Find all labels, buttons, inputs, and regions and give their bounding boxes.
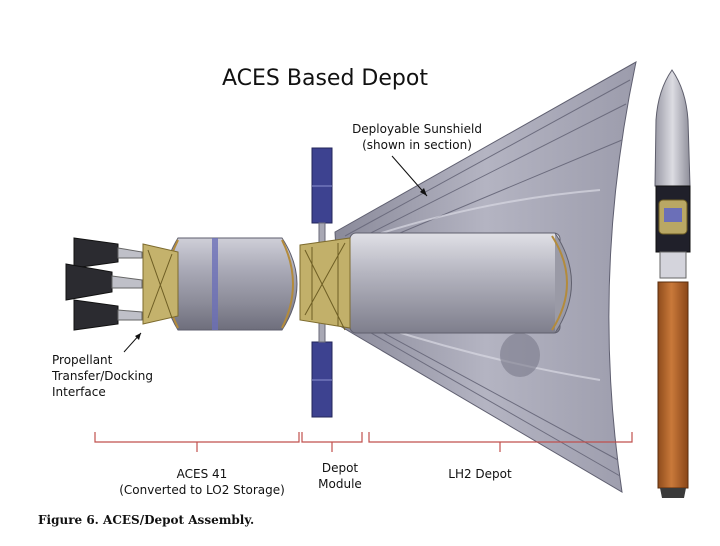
lh2-depot-tank [349, 232, 572, 334]
launch-vehicle [654, 69, 691, 498]
aces-label-line2: (Converted to LO2 Storage) [119, 483, 285, 497]
aces-label-line1: ACES 41 [176, 467, 228, 481]
depot-module [299, 147, 351, 418]
figure-caption: Figure 6. ACES/Depot Assembly. [38, 513, 255, 527]
aces-segment-label: ACES 41 (Converted to LO2 Storage) [104, 466, 300, 498]
diagram-title: ACES Based Depot [222, 66, 428, 91]
depot-label-line2: Module [318, 477, 362, 491]
depot-label-line1: Depot [321, 461, 359, 475]
aces-41-tank [142, 237, 298, 331]
interface-label-line2: Transfer/Docking [52, 369, 153, 383]
lh2-depot-label: LH2 Depot [448, 467, 512, 481]
interface-label-line3: Interface [52, 385, 106, 399]
aces-engines [65, 237, 143, 331]
leader-lines [123, 155, 428, 353]
depot-module-label: Depot Module [308, 460, 372, 492]
sunshield-label: Deployable Sunshield (shown in section) [342, 121, 492, 153]
segment-brackets [94, 432, 633, 452]
sunshield-label-line1: Deployable Sunshield [352, 122, 482, 136]
sunshield-label-line2: (shown in section) [362, 138, 472, 152]
interface-label-line1: Propellant [52, 353, 113, 367]
interface-label: Propellant Transfer/Docking Interface [52, 352, 153, 400]
